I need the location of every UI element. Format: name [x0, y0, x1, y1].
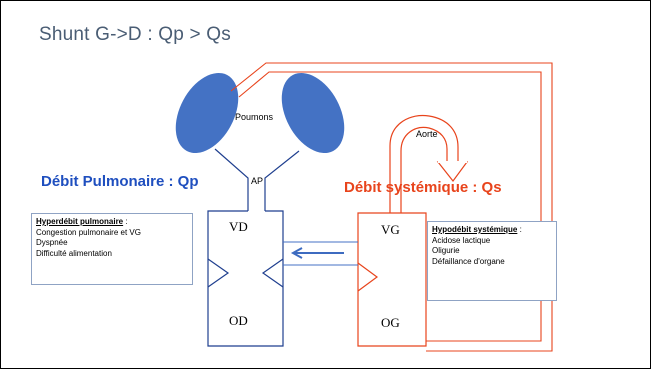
systemic-circuit-shape [230, 62, 553, 352]
list-item: Dyspnée [36, 238, 68, 247]
pulmonary-overflow-box: Hyperdébit pulmonaire : Congestion pulmo… [31, 213, 193, 285]
list-item: Défaillance d'organe [432, 256, 505, 266]
left-heart-shape [357, 212, 427, 347]
list-item: Acidose lactique [432, 235, 491, 245]
systemic-underflow-heading: Hypodébit systémique : [432, 225, 522, 234]
list-item: Congestion pulmonaire et VG [36, 227, 141, 237]
pulmonary-artery-shape [214, 148, 300, 211]
la-label: OG [381, 315, 400, 330]
left-lung-shape [175, 72, 239, 154]
ra-label: OD [229, 313, 248, 328]
right-heart-shape [207, 210, 284, 347]
slide-title: Shunt G->D : Qp > Qs [39, 24, 231, 45]
lv-label: VG [381, 222, 400, 237]
systemic-underflow-box: Hypodébit systémique : Acidose lactique … [427, 221, 557, 301]
aorta-shape [389, 114, 469, 213]
pulmonary-artery-label: AP [251, 176, 264, 186]
list-item: Difficulté alimentation [36, 248, 112, 258]
lungs-label: Poumons [235, 112, 274, 122]
rv-label: VD [229, 219, 248, 234]
right-lung-shape [281, 72, 345, 154]
pulmonary-flow-label: Débit Pulmonaire : Qp [41, 173, 199, 190]
shunt-arrow [283, 241, 358, 266]
aorta-label: Aorte [416, 129, 438, 139]
list-item: Oligurie [432, 246, 460, 255]
systemic-flow-label: Débit systémique : Qs [344, 179, 502, 196]
pulmonary-overflow-heading: Hyperdébit pulmonaire : [36, 217, 128, 226]
